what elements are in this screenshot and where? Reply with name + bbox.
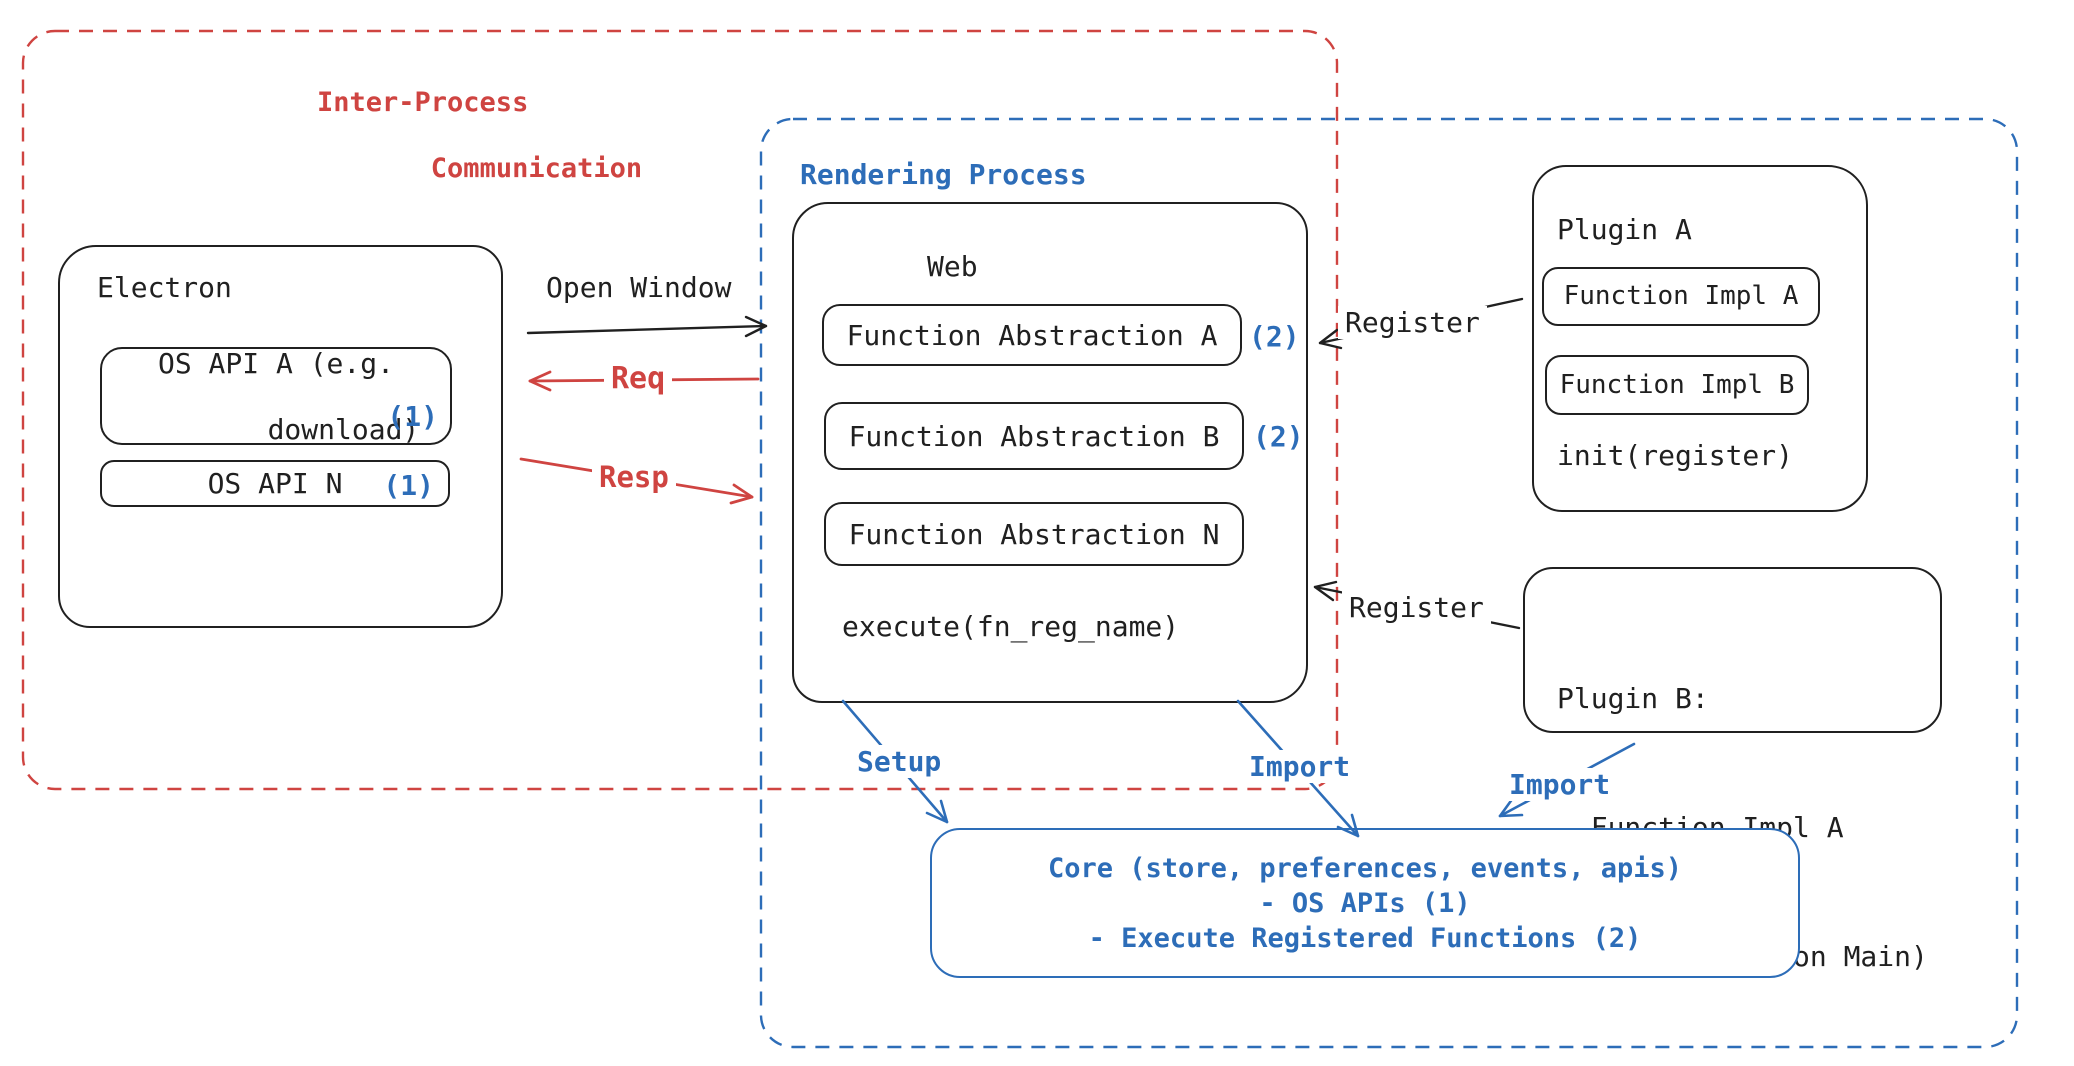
setup-arrowhead <box>925 799 949 824</box>
core-box: Core (store, preferences, events, apis) … <box>930 828 1800 978</box>
open-window-arrowhead <box>744 315 768 338</box>
os-api-a-label: OS API A (e.g. download) <box>133 346 420 446</box>
function-abstraction-a-badge: (2) <box>1249 320 1300 353</box>
core-line-execute: - Execute Registered Functions (2) <box>1088 922 1642 954</box>
function-abstraction-a-label: Function Abstraction A <box>846 318 1218 352</box>
function-impl-b-box: Function Impl B <box>1545 355 1809 415</box>
function-abstraction-b-label: Function Abstraction B <box>848 419 1220 453</box>
import-web-label: Import <box>1242 750 1358 783</box>
rendering-title: Rendering Process <box>800 158 1087 191</box>
os-api-a-badge: (1) <box>387 400 438 433</box>
resp-label: Resp <box>592 460 676 494</box>
os-api-n-box: OS API N (1) <box>100 460 450 507</box>
setup-label: Setup <box>850 745 949 778</box>
import-plugin-label: Import <box>1502 768 1618 801</box>
core-line-os-apis: - OS APIs (1) <box>1259 887 1471 919</box>
req-label: Req <box>604 361 673 396</box>
electron-box: Electron OS API A (e.g. download) (1) OS… <box>58 245 503 628</box>
function-impl-b-label: Function Impl B <box>1559 369 1795 400</box>
register-top-label: Register <box>1338 306 1487 339</box>
os-api-a-line2: download) <box>267 412 420 446</box>
open-window-label: Open Window <box>546 271 732 304</box>
core-line-title: Core (store, preferences, events, apis) <box>1048 852 1682 884</box>
resp-arrowhead <box>729 483 754 505</box>
plugin-a-title: Plugin A <box>1557 213 1692 246</box>
function-abstraction-n-label: Function Abstraction N <box>848 517 1220 551</box>
function-impl-a-box: Function Impl A <box>1542 267 1820 326</box>
ipc-title-line1: Inter-Process <box>317 87 529 118</box>
plugin-a-footer: init(register) <box>1557 439 1794 472</box>
ipc-title: Inter-Process Communication <box>317 86 642 185</box>
ipc-dashed-border <box>21 29 1339 791</box>
electron-title: Electron <box>97 271 232 304</box>
function-abstraction-b-box: Function Abstraction B <box>824 402 1244 470</box>
os-api-a-line1: OS API A (e.g. <box>157 346 394 380</box>
web-title: Web <box>927 250 978 283</box>
req-arrowhead <box>528 370 552 392</box>
function-abstraction-n-box: Function Abstraction N <box>824 502 1244 566</box>
function-impl-a-label: Function Impl A <box>1563 281 1799 311</box>
plugin-b-title: Plugin B: <box>1557 682 1709 715</box>
register-top-arrowhead <box>1318 328 1343 350</box>
os-api-n-label: OS API N <box>207 467 343 500</box>
web-footer: execute(fn_reg_name) <box>842 610 1180 643</box>
register-bottom-label: Register <box>1342 591 1491 624</box>
function-abstraction-b-badge: (2) <box>1253 420 1304 453</box>
register-bottom-arrowhead <box>1313 580 1338 602</box>
import-web-arrowhead <box>1336 813 1360 838</box>
plugin-a-box: Plugin A Function Impl A Function Impl B… <box>1532 165 1868 512</box>
os-api-n-badge: (1) <box>383 469 434 502</box>
os-api-a-box: OS API A (e.g. download) (1) <box>100 346 452 446</box>
ipc-title-line2: Communication <box>430 153 643 184</box>
plugin-b-box: Plugin B: - Function Impl A - Module (ru… <box>1523 567 1942 973</box>
function-abstraction-a-box: Function Abstraction A <box>822 304 1242 366</box>
open-window-arrow <box>526 324 768 335</box>
web-box: Web Function Abstraction A (2) Function … <box>792 202 1308 703</box>
import-plugin-arrowhead <box>1498 796 1524 818</box>
